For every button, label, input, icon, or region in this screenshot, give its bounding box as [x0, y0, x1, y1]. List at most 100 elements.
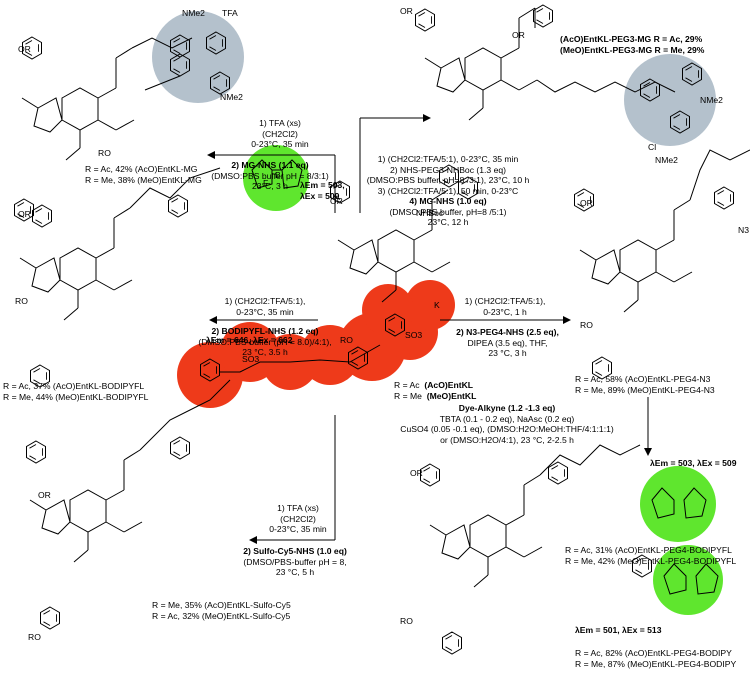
or-label: OR — [38, 490, 51, 500]
conditions-click: Dye-Alkyne (1.2 -1.3 eq) TBTA (0.1 - 0.2… — [372, 403, 642, 445]
sm-me-name: (MeO)EntKL — [426, 390, 477, 401]
bodipy-highlight — [640, 466, 716, 542]
or-label: OR — [512, 30, 525, 40]
product-line: R = Me, 44% (MeO)EntKL-BODIPYFL — [3, 391, 149, 402]
condition-line: 1) (CH2Cl2:TFA/5:1), 0-23°C, 35 min — [377, 154, 519, 164]
tfa-label: TFA — [222, 8, 238, 18]
condition-line: or (DMSO:H2O/4:1), 23 °C, 2-2.5 h — [440, 434, 574, 445]
condition-line: TBTA (0.1 - 0.2 eq), NaAsc (0.2 eq) — [439, 413, 575, 424]
conditions-cy5: 1) TFA (xs) (CH2Cl2) 0-23°C, 35 min — [258, 503, 338, 535]
product-line: R = Ac, 32% (MeO)EntKL-Sulfo-Cy5 — [152, 610, 291, 621]
product-line: (AcO)EntKL-PEG3-MG R = Ac, 29% — [560, 34, 703, 44]
nhboc-label: NHBoc — [416, 208, 444, 218]
nme2-label: NMe2 — [655, 155, 678, 165]
product-line: R = Me, 89% (MeO)EntKL-PEG4-N3 — [575, 384, 715, 395]
condition-line: (DMSO:PBS-buffer (pH = 8.0)/4:1), — [198, 336, 332, 347]
product-mg: R = Ac, 42% (AcO)EntKL-MG R = Me, 38% (M… — [85, 164, 202, 185]
ex-wavelength: λEx = 509 — [300, 190, 340, 201]
conditions-peg4-n3-2: 2) N3-PEG4-NHS (2.5 eq), DIPEA (3.5 eq),… — [445, 327, 570, 359]
product-peg4-bodipy: R = Ac, 82% (AcO)EntKL-PEG4-BODIPY R = M… — [575, 648, 736, 669]
product-line: R = Ac, 82% (AcO)EntKL-PEG4-BODIPY — [575, 648, 732, 658]
condition-line: 23°C, 3 h — [252, 181, 288, 191]
so3-label: SO3 — [405, 330, 423, 340]
bodipy-f-label: F — [263, 178, 269, 188]
product-line: R = Me, 87% (MeO)EntKL-PEG4-BODIPY — [575, 658, 737, 669]
ro-label: RO — [580, 320, 593, 330]
condition-line: 1) TFA (xs) — [277, 503, 319, 513]
condition-line: (DMSO:PBS buffer, pH=8 /5:1) — [389, 206, 507, 217]
condition-line: 4) MG-NHS (1.0 eq) — [409, 196, 487, 206]
condition-line: (CH2Cl2) — [262, 128, 298, 139]
condition-line: 1) TFA (xs) — [259, 118, 301, 128]
bodipy-highlight — [653, 545, 723, 615]
conditions-mg-2: 2) MG-NHS (1.1 eq) (DMSO:PBS buffer pH =… — [200, 160, 340, 192]
or-label: OR — [400, 6, 413, 16]
ro-label: RO — [28, 632, 41, 642]
condition-line: 2) BODIPYFL-NHS (1.2 eq) — [211, 326, 319, 336]
nme2-label: NMe2 — [182, 8, 205, 18]
condition-line: 23°C, 12 h — [427, 217, 469, 227]
condition-line: CuSO4 (0.05 -0.1 eq), (DMSO:H2O:MeOH:THF… — [400, 424, 614, 434]
product-line: R = Me, 38% (MeO)EntKL-MG — [85, 174, 202, 185]
bodipy-fl-wavelengths: λEm = 503, λEx = 509 — [300, 180, 345, 201]
mg-dye-highlight — [624, 54, 716, 146]
cl-label: Cl — [648, 142, 657, 152]
condition-line: (CH2Cl2) — [280, 513, 316, 524]
r-ac-label: R = Ac — [394, 380, 420, 390]
or-label: OR — [18, 44, 31, 54]
condition-line: Dye-Alkyne (1.2 -1.3 eq) — [458, 403, 556, 413]
bodipy-click-wavelengths: λEm = 501, λEx = 513 — [575, 625, 662, 635]
em-wavelength: λEm = 503, — [300, 180, 345, 190]
k-label: K — [434, 300, 440, 310]
conditions-bodipy-fl-2: 2) BODIPYFL-NHS (1.2 eq) (DMSO:PBS-buffe… — [190, 326, 340, 358]
product-line: R = Ac, 31% (AcO)EntKL-PEG4-BODIPYFL — [565, 545, 732, 555]
condition-line: 23 °C, 5 h — [275, 567, 315, 577]
bodipy-fl-click-wavelengths: λEm = 503, λEx = 509 — [650, 458, 737, 468]
condition-line: 2) N3-PEG4-NHS (2.5 eq), — [456, 327, 559, 337]
conditions-mg: 1) TFA (xs) (CH2Cl2) 0-23°C, 35 min — [225, 118, 335, 150]
product-cy5: R = Me, 35% (AcO)EntKL-Sulfo-Cy5 R = Ac,… — [152, 600, 291, 621]
product-peg4-n3: R = Ac, 58% (AcO)EntKL-PEG4-N3 R = Me, 8… — [575, 374, 715, 395]
condition-line: (DMSO:PBS buffer pH = 8/3:1) — [211, 170, 329, 181]
condition-line: 2) MG-NHS (1.1 eq) — [231, 160, 309, 170]
or-label: OR — [330, 196, 343, 206]
r-me-label: R = Me — [394, 390, 422, 401]
conditions-cy5-2: 2) Sulfo-Cy5-NHS (1.0 eq) (DMSO/PBS-buff… — [240, 546, 350, 578]
condition-line: 0-23°C, 35 min — [236, 306, 294, 317]
mg-dye-highlight — [152, 11, 244, 103]
condition-line: 0-23°C, 1 h — [483, 306, 527, 317]
condition-line: (DMSO:PBS buffer, pH=8 /3:1), 23°C, 10 h — [366, 175, 530, 185]
conditions-bodipy-fl: 1) (CH2Cl2:TFA/5:1), 0-23°C, 35 min — [200, 296, 330, 317]
condition-line: (DMSO/PBS-buffer pH = 8, — [243, 556, 347, 567]
condition-line: 1) (CH2Cl2:TFA/5:1), — [224, 296, 306, 306]
ro-label: RO — [98, 148, 111, 158]
condition-line: 23 °C, 3.5 h — [242, 347, 288, 357]
product-line: R = Me, 42% (MeO)EntKL-PEG4-BODIPYFL — [565, 555, 737, 566]
ro-label: RO — [15, 296, 28, 306]
product-peg4-bodipy-fl: R = Ac, 31% (AcO)EntKL-PEG4-BODIPYFL R =… — [565, 545, 736, 566]
condition-line: 0-23°C, 35 min — [269, 524, 327, 534]
product-line: R = Me, 35% (AcO)EntKL-Sulfo-Cy5 — [152, 600, 291, 610]
bodipy-highlight — [243, 145, 309, 211]
product-line: R = Ac, 37% (AcO)EntKL-BODIPYFL — [3, 381, 145, 391]
or-label: OR — [410, 468, 423, 478]
condition-line: 1) (CH2Cl2:TFA/5:1), — [464, 296, 546, 306]
bodipy-b-label: B — [275, 170, 281, 180]
condition-line: 23 °C, 3 h — [488, 348, 527, 358]
n3-label: N3 — [738, 225, 749, 235]
condition-line: DIPEA (3.5 eq), THF, — [467, 337, 548, 348]
sm-ac-name: (AcO)EntKL — [424, 380, 474, 390]
condition-line: 2) NHS-PEG3-NHBoc (1.3 eq) — [389, 164, 507, 175]
product-line: R = Ac, 58% (AcO)EntKL-PEG4-N3 — [575, 374, 711, 384]
condition-line: 0-23°C, 35 min — [251, 139, 309, 149]
ro-label: RO — [340, 335, 353, 345]
conditions-peg4-n3: 1) (CH2Cl2:TFA/5:1), 0-23°C, 1 h — [445, 296, 565, 317]
product-line: R = Ac, 42% (AcO)EntKL-MG — [85, 164, 198, 174]
condition-line: 3) (CH2Cl2:TFA/5:1), 50 min, 0-23°C — [377, 185, 519, 196]
product-peg3-mg: (AcO)EntKL-PEG3-MG R = Ac, 29% (MeO)EntK… — [560, 34, 704, 55]
nme2-label: NMe2 — [220, 92, 243, 102]
or-label: OR — [580, 198, 593, 208]
cy5-wavelengths: λEm = 646, λEx = 662 — [206, 335, 293, 345]
or-label: OR — [18, 209, 31, 219]
